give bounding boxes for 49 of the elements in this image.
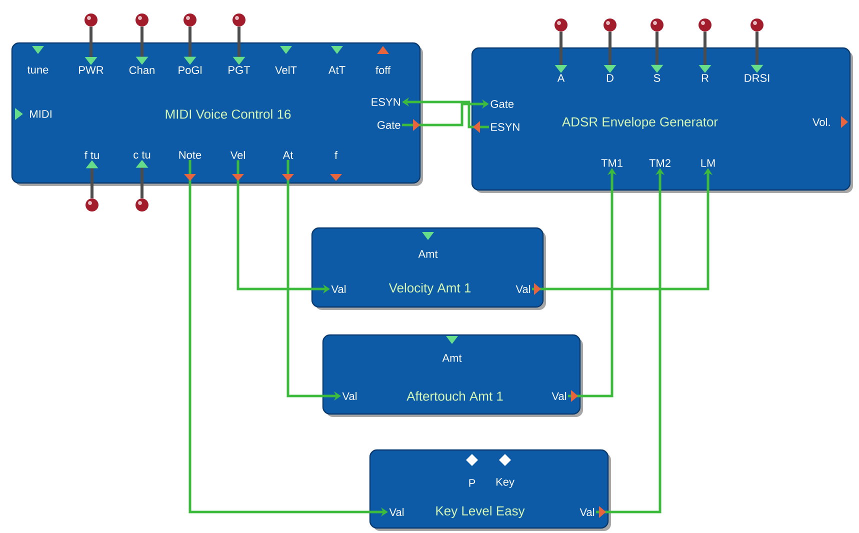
port-label: PoGl [178, 66, 202, 74]
knob-icon [84, 14, 98, 26]
knob-icon [136, 198, 148, 212]
port-label: Val [331, 284, 346, 294]
knob-icon [554, 18, 568, 32]
port-label: Vol. [812, 118, 830, 126]
port-label: Gate [378, 121, 400, 129]
port-label: At [282, 151, 294, 159]
port-label: ESYN [491, 123, 520, 131]
knob-icon [86, 198, 98, 212]
port-label: Val [389, 508, 404, 516]
port-label: D [606, 74, 614, 82]
port-label: TM1 [601, 159, 622, 167]
port-label: foff [376, 66, 391, 74]
port-label: Val [342, 392, 357, 400]
port-label: Note [179, 151, 202, 159]
port-label: tune [27, 66, 48, 74]
port-label: DRSI [744, 74, 770, 82]
knob-icon [604, 18, 616, 32]
knob-icon [750, 18, 764, 32]
port-label: Key [496, 478, 514, 488]
port-label: PGT [228, 66, 250, 74]
port-label: c tu [134, 151, 150, 159]
port-label: Amt [418, 250, 438, 258]
port-label: A [557, 74, 565, 82]
port-label: VelT [275, 66, 297, 74]
port-label: Gate [490, 100, 514, 108]
port-label: R [702, 74, 708, 82]
port-label: Vel [230, 150, 245, 160]
port-label: f tu [84, 150, 99, 160]
port-label: LM [701, 159, 715, 167]
port-label: Val [516, 284, 530, 294]
port-label: Amt [442, 354, 462, 362]
port-label: f [334, 151, 338, 159]
knob-icon [232, 14, 246, 26]
port-label: ESYN [372, 98, 400, 106]
port-label: Val [552, 392, 566, 400]
port-label: PWR [79, 66, 104, 74]
port-label: P [469, 479, 476, 487]
knob-icon [650, 18, 664, 32]
knob-icon [184, 14, 196, 26]
port-label: AtT [328, 66, 346, 74]
knob-icon [136, 14, 148, 26]
knob-icon [698, 18, 712, 32]
port-label: Val [580, 508, 594, 516]
port-label: TM2 [649, 159, 670, 167]
port-label: S [654, 74, 660, 82]
port-label: Chan [129, 66, 154, 74]
port-label: MIDI [30, 110, 52, 118]
